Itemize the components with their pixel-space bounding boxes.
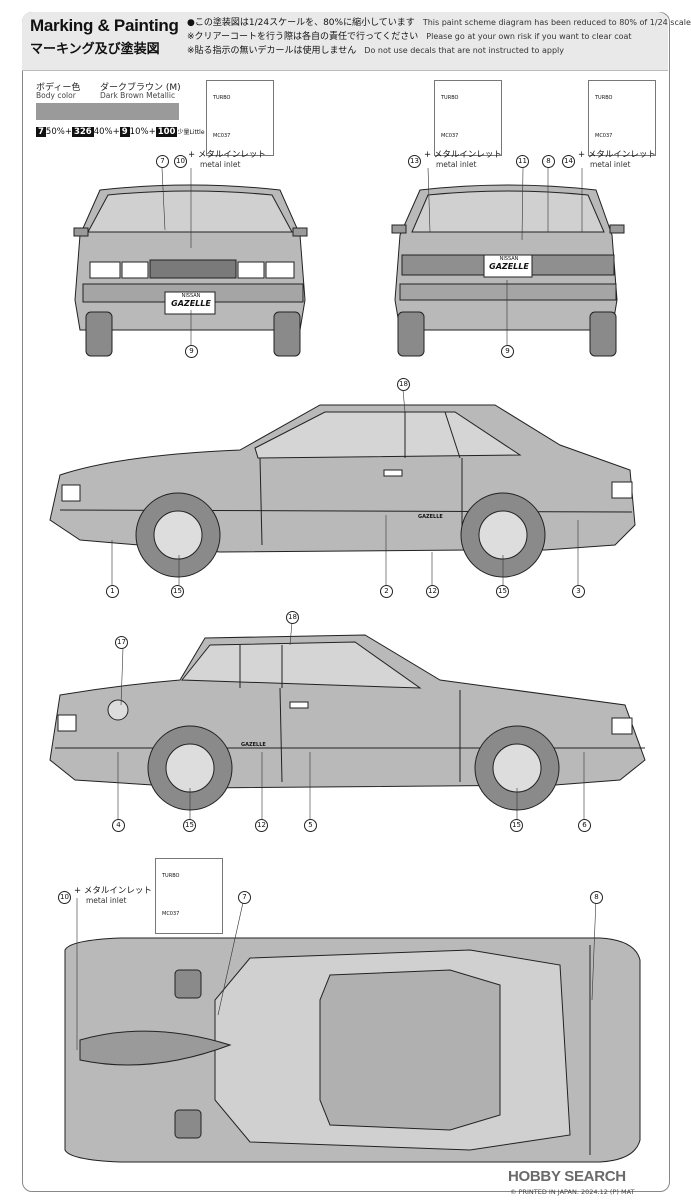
body-color-label-en: Body color (36, 91, 76, 100)
callout-15-c: 15 (183, 819, 196, 832)
callout-8: 8 (542, 155, 555, 168)
decal-card-top: TURBO MC037 (155, 858, 223, 934)
side-view-right (49, 634, 646, 811)
rear-view (391, 184, 625, 357)
page-subtitle: マーキング及び塗装図 (30, 42, 160, 57)
decal-card-rear: TURBO MC037 (434, 80, 502, 156)
callout-14: 14 (562, 155, 575, 168)
side-badge-2: GAZELLE (241, 742, 266, 748)
callout-6: 6 (578, 819, 591, 832)
callout-10-top: 10 (58, 891, 71, 904)
callout-9-front: 9 (185, 345, 198, 358)
callout-4: 4 (112, 819, 125, 832)
color-name-en: Dark Brown Metallic (100, 91, 176, 100)
callout-9-rear: 9 (501, 345, 514, 358)
body-color-label-jp: ボディー色 (36, 83, 81, 93)
callout-12-a: 12 (426, 585, 439, 598)
callout-7: 7 (156, 155, 169, 168)
rear-plate: NISSAN GAZELLE (489, 256, 529, 271)
callout-5: 5 (304, 819, 317, 832)
callout-7-top: 7 (238, 891, 251, 904)
page-title: Marking & Painting (30, 16, 179, 35)
callout-18-side1: 18 (397, 378, 410, 391)
color-name-jp: ダークブラウン (M) (100, 83, 181, 93)
callout-15-d: 15 (510, 819, 523, 832)
color-swatch (36, 103, 179, 120)
callout-2: 2 (380, 585, 393, 598)
side-badge-1: GAZELLE (418, 514, 443, 520)
callout-3: 3 (572, 585, 585, 598)
callout-11: 11 (516, 155, 529, 168)
decal-card-front: TURBO MC037 (206, 80, 274, 156)
header-band (22, 12, 668, 71)
top-view (64, 937, 641, 1163)
front-view (73, 184, 308, 357)
callout-13: 13 (408, 155, 421, 168)
front-plate: NISSAN GAZELLE (171, 293, 211, 308)
callout-17: 17 (115, 636, 128, 649)
callout-1: 1 (106, 585, 119, 598)
callout-18-side2: 18 (286, 611, 299, 624)
callout-10: 10 (174, 155, 187, 168)
callout-15-a: 15 (171, 585, 184, 598)
callout-15-b: 15 (496, 585, 509, 598)
decal-card-rear-2: TURBO MC037 (588, 80, 656, 156)
callout-8-top: 8 (590, 891, 603, 904)
callout-12-b: 12 (255, 819, 268, 832)
copyright-text: © PRINTED IN JAPAN. 2024.12 (P) MAT (510, 1188, 635, 1196)
hobby-search-logo: HOBBY SEARCH (508, 1168, 626, 1185)
side-view-left (49, 404, 636, 578)
